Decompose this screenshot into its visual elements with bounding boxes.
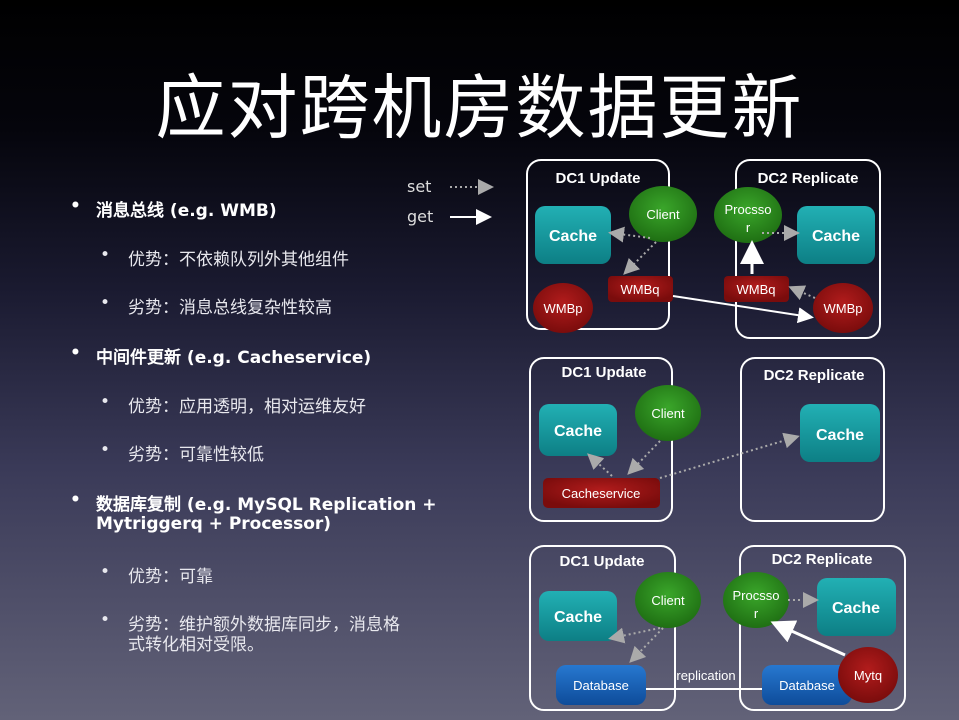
bullet-label: 数据库复制 (e.g. MySQL Replication +	[96, 495, 437, 515]
sub-bullet-continuation: 式转化相对受限。	[128, 630, 264, 655]
set-arrow	[587, 453, 613, 477]
mytq-node	[838, 647, 898, 703]
dc2-box	[739, 545, 906, 711]
client-label: Client	[651, 406, 685, 421]
diagram-message-bus: DC1 Update DC2 Replicate Cache Client WM…	[526, 159, 881, 339]
bullet-message-bus: •消息总线 (e.g. WMB)	[70, 196, 277, 221]
dc2-label: DC2 Replicate	[764, 367, 865, 384]
set-arrow	[608, 627, 661, 644]
cache-node	[535, 206, 611, 264]
legend-set-label: set	[407, 177, 432, 196]
cache-node	[800, 404, 880, 462]
sub-bullet-text: 优势：可靠	[128, 567, 213, 587]
sub-bullet: •劣势：可靠性较低	[100, 440, 264, 465]
bullet-label: 消息总线 (e.g. WMB)	[96, 201, 277, 221]
wmbp-node	[533, 283, 593, 333]
cache-label: Cache	[549, 228, 597, 245]
wmbq-label: WMBq	[737, 282, 776, 297]
bullet-db-replication-line2: Mytriggerq + Processor)	[96, 514, 331, 534]
set-arrow	[627, 440, 661, 475]
client-label: Client	[646, 207, 680, 222]
diagram-middleware: DC1 Update DC2 Replicate Cache Client Ca…	[529, 357, 885, 522]
client-node	[635, 572, 701, 628]
set-arrow	[629, 627, 664, 663]
cache-label: Cache	[832, 600, 880, 617]
sub-bullet: •劣势：消息总线复杂性较高	[100, 293, 332, 318]
cache-label: Cache	[554, 423, 602, 440]
sub-bullet-text: 式转化相对受限。	[128, 635, 264, 655]
legend-get-label: get	[407, 207, 434, 226]
cache-label: Cache	[554, 609, 602, 626]
dc1-label: DC1 Update	[561, 364, 646, 381]
processor-label: Procsso	[725, 202, 772, 217]
cache-node	[797, 206, 875, 264]
database-node	[762, 665, 852, 705]
database-label: Database	[779, 678, 835, 693]
bullet-label: Mytriggerq + Processor)	[96, 514, 332, 534]
diagram-db-replication: DC1 Update DC2 Replicate Cache Client Da…	[529, 545, 906, 711]
sub-bullet: •劣势：维护额外数据库同步，消息格	[100, 610, 400, 635]
sub-bullet-text: 劣势：维护额外数据库同步，消息格	[128, 615, 400, 635]
dc2-label: DC2 Replicate	[758, 170, 859, 187]
bullet-middleware: •中间件更新 (e.g. Cacheservice)	[70, 343, 372, 368]
sub-bullet-text: 劣势：消息总线复杂性较高	[128, 298, 332, 318]
processor-label-2: r	[754, 606, 759, 621]
sub-bullet-text: 劣势：可靠性较低	[128, 445, 264, 465]
sub-bullet: •优势：不依赖队列外其他组件	[100, 245, 349, 270]
wmbp-node	[813, 283, 873, 333]
sub-bullet: •优势：应用透明，相对运维友好	[100, 392, 366, 417]
replication-label: replication	[676, 668, 735, 683]
get-arrow	[770, 620, 846, 657]
slide-title: 应对跨机房数据更新	[155, 67, 804, 149]
processor-label-2: r	[746, 220, 751, 235]
wmbp-label: WMBp	[824, 301, 863, 316]
dc1-box	[526, 159, 670, 330]
processor-node	[723, 572, 789, 628]
wmbq-node	[724, 276, 789, 302]
dc1-label: DC1 Update	[559, 553, 644, 570]
client-node	[635, 385, 701, 441]
mytq-label: Mytq	[854, 668, 882, 683]
wmbp-label: WMBp	[544, 301, 583, 316]
cacheservice-node	[543, 478, 660, 508]
dc2-box	[735, 159, 881, 339]
cache-label: Cache	[816, 427, 864, 444]
bullet-db-replication: •数据库复制 (e.g. MySQL Replication +	[70, 490, 437, 515]
cache-node	[539, 404, 617, 456]
sub-bullet-text: 优势：不依赖队列外其他组件	[128, 250, 349, 270]
cacheservice-label: Cacheservice	[562, 486, 641, 501]
processor-node	[714, 187, 782, 243]
cache-node	[817, 578, 896, 636]
get-arrow	[672, 295, 814, 324]
database-label: Database	[573, 678, 629, 693]
set-arrow	[608, 226, 651, 243]
set-arrow	[623, 241, 657, 275]
client-node	[629, 186, 697, 242]
dc1-box	[529, 545, 676, 711]
processor-label: Procsso	[733, 588, 780, 603]
database-node	[556, 665, 646, 705]
cache-label: Cache	[812, 228, 860, 245]
set-arrow	[788, 285, 816, 301]
wmbq-label: WMBq	[621, 282, 660, 297]
sub-bullet-text: 优势：应用透明，相对运维友好	[128, 397, 366, 417]
wmbq-node	[608, 276, 673, 302]
dc2-label: DC2 Replicate	[772, 551, 873, 568]
client-label: Client	[651, 593, 685, 608]
sub-bullet: •优势：可靠	[100, 562, 213, 587]
cache-node	[539, 591, 617, 641]
dc1-label: DC1 Update	[555, 170, 640, 187]
set-arrow	[659, 432, 800, 479]
bullet-label: 中间件更新 (e.g. Cacheservice)	[96, 348, 372, 368]
dc2-box	[740, 357, 885, 522]
